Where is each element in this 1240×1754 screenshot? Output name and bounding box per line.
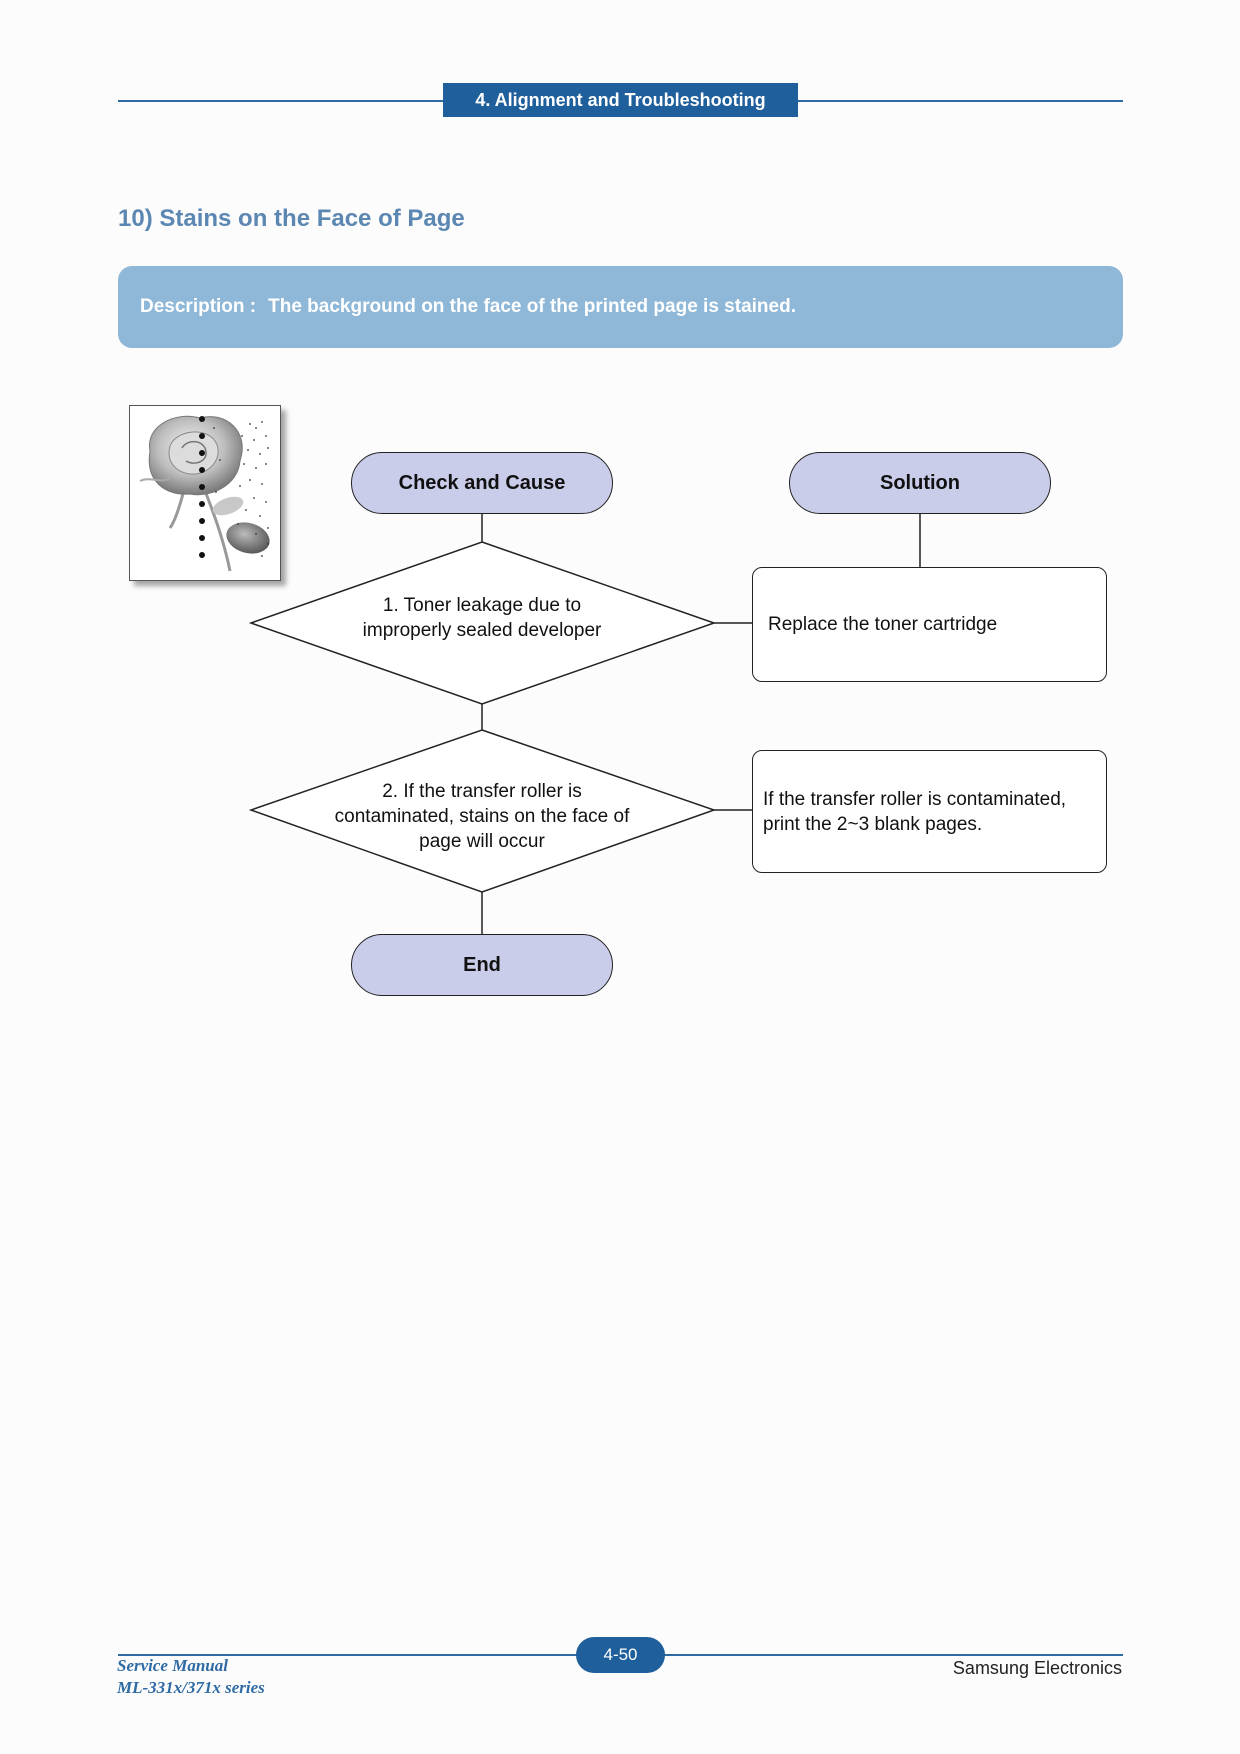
cause-2-line-2: contaminated, stains on the face of — [334, 806, 630, 827]
chapter-tab: 4. Alignment and Troubleshooting — [443, 83, 798, 117]
cause-diamond-2 — [248, 729, 717, 893]
footer-manual-line-1: Service Manual — [117, 1656, 228, 1675]
cause-diamond-1 — [248, 541, 717, 705]
footer-rule-left — [118, 1654, 580, 1656]
solution-1-line-1: Replace the toner cartridge — [768, 614, 998, 635]
cause-2-text: 2. If the transfer roller is contaminate… — [290, 779, 674, 854]
header-rule-left — [118, 100, 448, 102]
cause-2-line-1: 2. If the transfer roller is — [382, 781, 582, 802]
solution-box-2: If the transfer roller is contaminated, … — [752, 750, 1107, 873]
solution-2-line-1: If the transfer roller is contaminated, — [763, 788, 1067, 810]
section-title: 10) Stains on the Face of Page — [118, 205, 465, 232]
footer-manual-title: Service Manual ML-331x/371x series — [117, 1655, 265, 1699]
sample-page-illustration — [129, 405, 281, 581]
description-label: Description : — [140, 296, 257, 317]
solution-box-1: Replace the toner cartridge — [752, 567, 1107, 682]
description-text: The background on the face of the printe… — [268, 296, 796, 317]
check-and-cause-header: Check and Cause — [351, 452, 613, 514]
solution-header: Solution — [789, 452, 1051, 514]
solution-2-line-2: print the 2~3 blank pages. — [763, 813, 983, 835]
cause-1-line-1: 1. Toner leakage due to — [382, 595, 582, 616]
page-number: 4-50 — [576, 1637, 665, 1673]
end-terminal: End — [351, 934, 613, 996]
rose-icon — [139, 415, 270, 572]
cause-1-text: 1. Toner leakage due to improperly seale… — [300, 593, 664, 643]
footer-rule-right — [661, 1654, 1123, 1656]
cause-1-line-2: improperly sealed developer — [362, 620, 602, 641]
cause-2-line-3: page will occur — [419, 831, 545, 852]
description-banner: Description : The background on the face… — [118, 266, 1123, 348]
header-rule-right — [795, 100, 1123, 102]
footer-company: Samsung Electronics — [952, 1658, 1122, 1678]
footer-manual-line-2: ML-331x/371x series — [117, 1678, 265, 1697]
